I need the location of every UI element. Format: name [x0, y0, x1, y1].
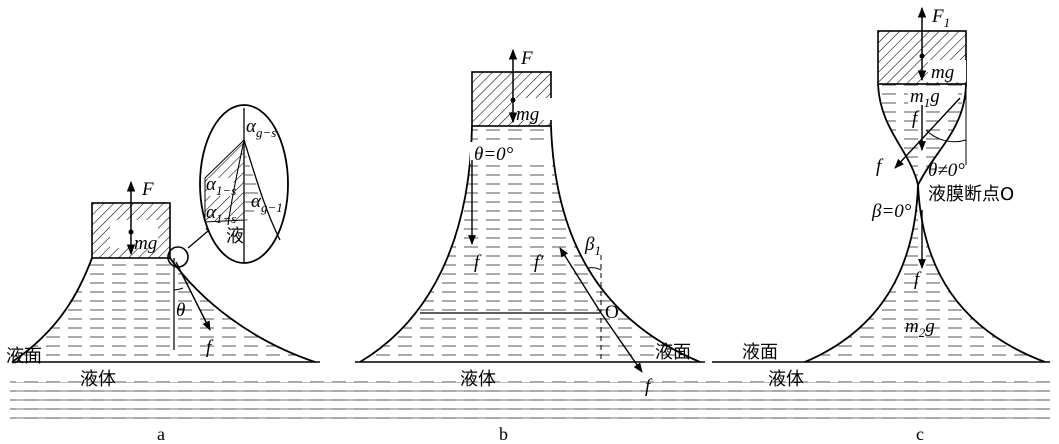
weight-label-c: mg	[931, 62, 954, 83]
surface-label-a: 液面	[6, 346, 42, 367]
zoom-alpha-1s-upper: α1−s	[206, 174, 236, 198]
tension-f-lower-label-c: f	[914, 269, 922, 290]
weight-label-a: mg	[134, 233, 157, 254]
zoom-inset-a: αg−s α1−s αg−1 α1−s 液	[199, 104, 289, 264]
angle-theta-label-a: θ	[176, 300, 185, 321]
tension-f-prime-arrow-b	[559, 247, 602, 314]
beta-eq-label-c: β=0°	[871, 201, 912, 222]
point-o-label-b: O	[605, 302, 619, 323]
tension-f-arrow-a	[175, 261, 211, 331]
tension-f-out-arrow-b	[600, 312, 643, 373]
panel-c: F1 mg m1g f f θ≠0° 液膜断点O β=0° f m2g 液面 液…	[712, 6, 1050, 444]
panel-a: F mg θ f 液面 液体 αg−s α1−s α	[6, 104, 320, 444]
zoom-alpha-gs: αg−s	[246, 116, 276, 140]
upper-weight-label-c: m1g	[910, 86, 940, 110]
meniscus-b	[360, 126, 700, 362]
liquid-label-a: 液体	[80, 369, 116, 390]
force-f1-label-c: F1	[931, 6, 950, 30]
force-f-label-a: F	[141, 179, 154, 200]
zoom-alpha-g1: αg−1	[251, 191, 283, 215]
liquid-label-b: 液体	[460, 369, 496, 390]
tension-f-diag-arrow-c	[894, 97, 961, 169]
panel-label-a: a	[157, 424, 165, 444]
tension-f-prime-label-b: f′	[534, 252, 544, 273]
angle-eq-label-b: θ=0°	[474, 144, 514, 165]
zoom-liquid-label: 液	[226, 226, 244, 247]
surface-label-c: 液面	[742, 342, 778, 363]
tension-f-label-a: f	[206, 337, 214, 358]
tension-f-out-label-b: f	[645, 376, 653, 397]
surface-label-b: 液面	[655, 342, 691, 363]
panel-label-b: b	[499, 424, 508, 444]
bulk-liquid-band	[10, 378, 1050, 420]
lower-meniscus-c	[805, 185, 1045, 362]
weight-label-b: mg	[516, 104, 539, 125]
panel-label-c: c	[916, 424, 924, 444]
break-point-label-c: 液膜断点O	[928, 184, 1014, 205]
force-f-label-b: F	[520, 48, 533, 69]
tension-f-upper-label-c: f	[912, 108, 920, 129]
lower-weight-label-c: m2g	[905, 316, 935, 340]
contact-point-circle-a	[167, 246, 189, 268]
angle-neq-label-c: θ≠0°	[928, 160, 965, 181]
liquid-label-c: 液体	[768, 369, 804, 390]
tension-f-diag-label-c: f	[876, 156, 884, 177]
tension-f-left-label-b: f	[474, 252, 482, 273]
panel-b: F mg θ=0° f f′ β1 O f 液面 液体 b	[355, 48, 705, 444]
meniscus-a	[12, 258, 315, 362]
zoom-alpha-1s-lower: α1−s	[206, 202, 236, 226]
beta-label-b: β1	[584, 234, 601, 258]
